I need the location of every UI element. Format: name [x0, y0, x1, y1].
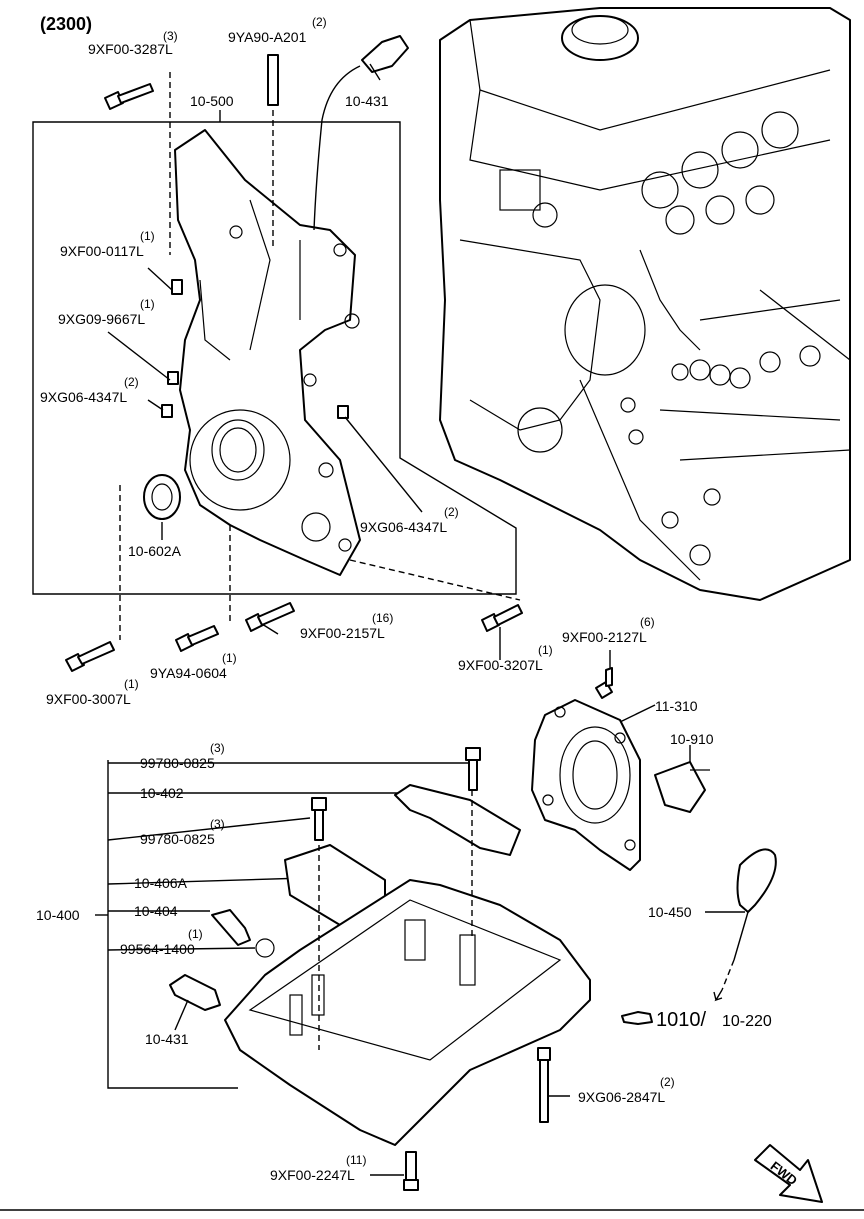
lower-front-bolts-illustration	[65, 602, 523, 672]
label-bolt-0604-qty: (1)	[222, 651, 237, 665]
label-top-bolt-part: 9XF00-3287L	[88, 41, 173, 57]
front-assembly-frame	[32, 72, 521, 640]
label-bolt-0604-part: 9YA94-0604	[150, 665, 227, 681]
label-bolt-0825a-part: 99780-0825	[140, 755, 215, 771]
label-bolt-3007-qty: (1)	[124, 677, 139, 691]
label-pin-right-qty: (2)	[444, 505, 459, 519]
label-bolt-3207-qty: (1)	[538, 643, 553, 657]
oil-pan-illustration	[169, 747, 777, 1191]
label-bolt-3207-part: 9XF00-3207L	[458, 657, 543, 673]
top-fasteners-illustration	[104, 54, 279, 110]
label-bolt-0825a-qty: (3)	[210, 741, 225, 755]
label-ref-part: 10-220	[722, 1013, 772, 1030]
label-rear-cover-part: 11-310	[655, 698, 698, 714]
label-sensor-top-part: 10-431	[345, 93, 389, 109]
sensor-top-illustration	[313, 35, 409, 231]
label-bolt-2127-qty: (6)	[640, 615, 655, 629]
label-bolt-0825b-qty: (3)	[210, 817, 225, 831]
hand-pointer-icon	[621, 1011, 653, 1025]
label-sensor-bottom-part: 10-431	[145, 1031, 189, 1047]
rear-cover-illustration	[531, 667, 710, 871]
label-oil-pan-part: 10-400	[36, 907, 80, 923]
label-bolt-2247-qty: (11)	[346, 1153, 366, 1167]
label-bolt-2157-qty: (16)	[372, 611, 393, 625]
label-dipstick-part: 10-450	[648, 904, 692, 920]
label-pin-right-part: 9XG06-4347L	[360, 519, 447, 535]
label-bolt-0117-qty: (1)	[140, 229, 155, 243]
label-bolt-9667-qty: (1)	[140, 297, 155, 311]
label-plate-part: 10-402	[140, 785, 184, 801]
label-rear-seal-part: 10-910	[670, 731, 714, 747]
label-stud-part: 9YA90-A201	[228, 29, 307, 45]
fwd-arrow-icon	[754, 1144, 823, 1203]
engine-block-illustration	[439, 7, 851, 601]
label-bolt-2847-part: 9XG06-2847L	[578, 1089, 665, 1105]
label-bolt-2247-part: 9XF00-2247L	[270, 1167, 355, 1183]
label-bolt-9667-part: 9XG09-9667L	[58, 311, 145, 327]
label-seal-part: 10-602A	[128, 543, 182, 559]
label-bolt-2127-part: 9XF00-2127L	[562, 629, 647, 645]
label-gasket-qty: (1)	[188, 927, 203, 941]
label-top-bolt-qty: (3)	[163, 29, 178, 43]
label-bolt-2847-qty: (2)	[660, 1075, 675, 1089]
label-ref-page: 1010/	[656, 1009, 706, 1031]
label-pin-left-qty: (2)	[124, 375, 139, 389]
section-code: (2300)	[40, 14, 92, 34]
leader-lines	[107, 63, 745, 1176]
label-cover-assy-part: 10-500	[190, 93, 234, 109]
label-bolt-3007-part: 9XF00-3007L	[46, 691, 131, 707]
label-bolt-0117-part: 9XF00-0117L	[60, 243, 144, 259]
label-bolt-2157-part: 9XF00-2157L	[300, 625, 385, 641]
label-gasket-part: 99564-1400	[120, 941, 195, 957]
label-baffle-part: 10-406A	[134, 875, 188, 891]
front-cover-illustration	[143, 129, 361, 576]
label-bolt-0825b-part: 99780-0825	[140, 831, 215, 847]
label-pin-left-part: 9XG06-4347L	[40, 389, 127, 405]
oil-pan-frame	[95, 760, 468, 1089]
label-stud-qty: (2)	[312, 15, 327, 29]
label-drain-plug-part: 10-404	[134, 903, 178, 919]
